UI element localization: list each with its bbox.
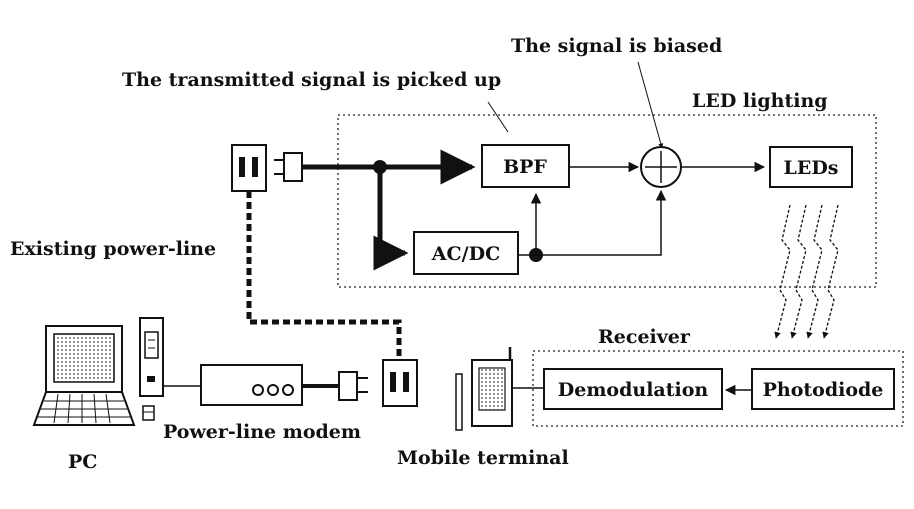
bpf-label: BPF [503, 156, 547, 178]
receiver-boundary [532, 350, 904, 427]
existing-power-line-cable [246, 191, 402, 358]
junction-dot-left [373, 160, 387, 174]
wall-outlet-top [231, 144, 267, 192]
pointer-biased [637, 61, 664, 149]
acdc-block [413, 231, 519, 275]
power-line-modem-device [200, 364, 303, 406]
label-existing-power-line: Existing power-line [10, 238, 216, 260]
power-line-to-acdc [373, 167, 409, 271]
leds-label: LEDs [783, 157, 838, 179]
label-receiver: Receiver [598, 326, 691, 348]
acdc-to-adder-wire [536, 189, 667, 256]
label-signal-picked-up: The transmitted signal is picked up [122, 69, 501, 91]
demodulation-label: Demodulation [558, 379, 709, 401]
mobile-terminal-device [455, 347, 513, 431]
label-signal-biased: The signal is biased [511, 35, 722, 57]
label-mobile-terminal: Mobile terminal [397, 447, 569, 469]
pc-computer [32, 317, 164, 426]
photodiode-label: Photodiode [763, 379, 884, 401]
label-led-lighting: LED lighting [692, 90, 828, 112]
label-power-line-modem: Power-line modem [163, 421, 361, 443]
adder-symbol [640, 146, 682, 188]
wall-outlet-bottom [382, 359, 418, 407]
label-pc: PC [68, 451, 97, 473]
demodulation-block [543, 368, 723, 410]
leds-block [769, 146, 853, 188]
plug-bottom [338, 371, 368, 401]
acdc-label: AC/DC [431, 243, 500, 265]
photodiode-block [751, 368, 895, 410]
light-rays [774, 204, 839, 339]
bpf-block [481, 144, 570, 188]
plug-top [274, 152, 303, 182]
pointer-picked-up [487, 101, 509, 133]
